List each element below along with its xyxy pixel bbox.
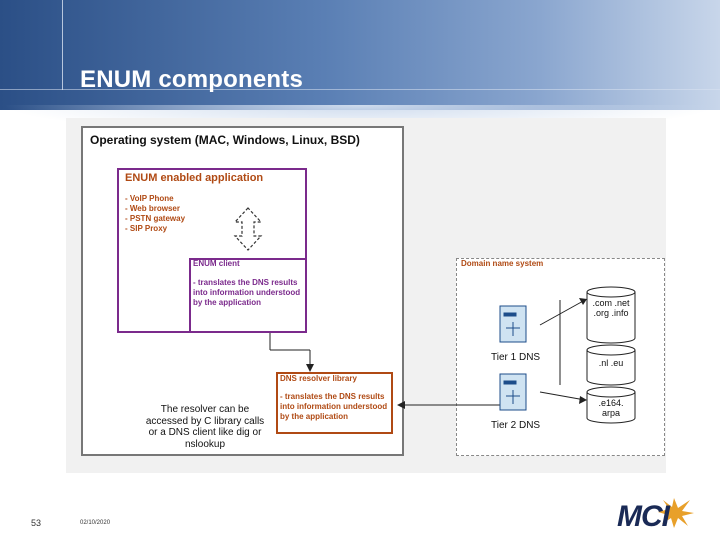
enum-client-desc: - translates the DNS results into inform…: [193, 278, 301, 307]
tier1-label: Tier 1 DNS: [491, 352, 541, 363]
cylinder-label: .e164. arpa: [598, 398, 624, 418]
header-divider-horizontal: [0, 89, 720, 90]
header-divider-vertical: [62, 0, 63, 90]
app-item: - SIP Proxy: [125, 224, 168, 233]
cylinder-label: .nl .eu: [598, 358, 624, 368]
enum-client-label: ENUM client: [193, 259, 240, 268]
arrowheads: [306, 298, 587, 409]
tier2-label: Tier 2 DNS: [491, 420, 541, 431]
app-label: ENUM enabled application: [125, 172, 264, 184]
app-item: - Web browser: [125, 204, 180, 213]
server-icon: [499, 305, 527, 343]
os-label: Operating system (MAC, Windows, Linux, B…: [90, 133, 360, 147]
enum-client-box: [189, 258, 307, 333]
connector-lines: [269, 299, 586, 406]
database-cylinder: [586, 286, 636, 344]
page-number: 53: [31, 518, 42, 528]
dns-label: Domain name system: [461, 259, 544, 268]
database-cylinder: [586, 344, 636, 386]
logo-star-icon: [658, 498, 694, 528]
database-cylinder: [586, 386, 636, 424]
resolver-label: DNS resolver library: [280, 374, 357, 383]
slide-title: ENUM components: [80, 66, 304, 93]
header-band: [0, 0, 720, 110]
slide-date: 02/10/2020: [80, 520, 111, 526]
server-icon: [499, 373, 527, 411]
app-item: - PSTN gateway: [125, 214, 186, 223]
double-arrow-icon: [233, 207, 263, 251]
cylinder-label: .com .net .org .info: [592, 298, 630, 318]
resolver-note: The resolver can be accessed by C librar…: [145, 404, 265, 450]
app-item: - VoIP Phone: [125, 194, 174, 203]
resolver-box: [276, 372, 393, 434]
resolver-desc: - translates the DNS results into inform…: [280, 392, 388, 421]
mci-logo: MCI: [617, 500, 670, 533]
